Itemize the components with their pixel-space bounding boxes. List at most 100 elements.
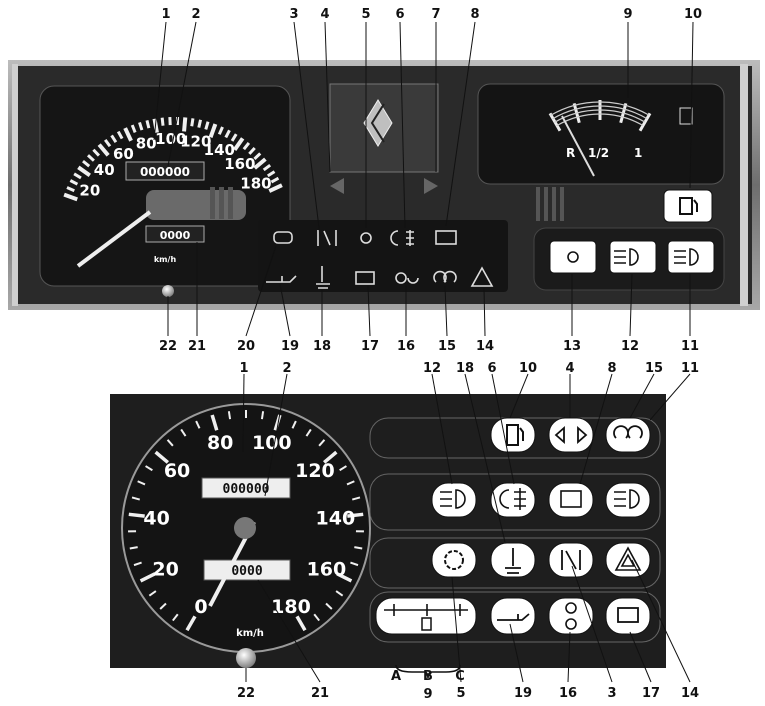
lamp-indicators xyxy=(548,417,594,453)
callout-12: 12 xyxy=(621,339,639,354)
bottom-speedo-tick xyxy=(313,613,320,622)
bottom-speedo-tick xyxy=(210,414,219,431)
top-speedo-tick xyxy=(233,137,245,151)
b-callout-3: 3 xyxy=(607,686,616,701)
top-speedo-label: 120 xyxy=(180,132,211,150)
bottom-trip-reset-knob[interactable] xyxy=(236,648,256,668)
top-callout-numbers: 1 2 3 4 5 6 7 8 9 10 xyxy=(161,7,702,22)
lamp-dipped-beam xyxy=(431,482,477,518)
b-callout-12: 12 xyxy=(423,361,441,376)
bottom-speedo-tick xyxy=(180,428,187,437)
brake-lamp-icon-lower xyxy=(565,618,577,630)
top-speedo-tick xyxy=(77,165,91,177)
top-speedo-label: 20 xyxy=(79,182,100,200)
bottom-speedo-tick xyxy=(128,512,145,518)
bottom-speedo-tick xyxy=(350,561,359,567)
callout-21: 21 xyxy=(188,339,206,354)
fuel-level-lamp-icon xyxy=(384,604,468,616)
top-speedo-tick xyxy=(116,130,124,140)
brake-lamp-icon-upper xyxy=(565,602,577,614)
bottom-speedo-tick xyxy=(354,546,363,550)
top-speedo-tick xyxy=(217,126,224,135)
bottom-speedo-tick xyxy=(159,602,167,610)
glow-plug-icon xyxy=(433,270,457,283)
main-beam-indicator xyxy=(667,240,715,274)
left-turn-arrow-icon xyxy=(330,178,344,194)
sidelight-indicator xyxy=(549,240,597,274)
top-speedo-label: 180 xyxy=(240,174,271,192)
bottom-speedo-tick xyxy=(260,411,265,420)
fuel-gauge-tick xyxy=(638,112,652,132)
rear-fog-lamp-icon xyxy=(499,488,526,510)
top-odometer xyxy=(125,161,205,181)
top-speedo-tick xyxy=(104,138,112,148)
fuel-letter-b: B xyxy=(423,669,433,684)
b-callout-1: 1 xyxy=(239,361,248,376)
b-callout-6: 6 xyxy=(487,361,496,376)
callout-16: 16 xyxy=(397,339,415,354)
top-speedo-tick xyxy=(73,172,82,180)
callout-10: 10 xyxy=(684,7,702,22)
bottom-speedo-tick xyxy=(139,572,156,583)
b-callout-8: 8 xyxy=(607,361,616,376)
fuel-warning-light xyxy=(663,189,713,223)
rear-demist-icon xyxy=(435,230,457,245)
fuel-icon xyxy=(679,197,698,215)
bottom-speedo-tick xyxy=(195,420,201,429)
fuel-lamp-icon xyxy=(506,424,524,446)
bottom-speedo-tick xyxy=(137,480,146,486)
bottom-speedo-tick xyxy=(335,590,344,597)
bottom-trip-digits: 0000 xyxy=(231,564,262,579)
bottom-odometer xyxy=(201,477,291,499)
hazard-lamp-icon xyxy=(614,546,642,571)
bottom-speedo-tick xyxy=(291,420,297,429)
glow-plug-lamp-icon xyxy=(613,425,643,439)
top-speedo-tick xyxy=(160,117,165,126)
top-speedo-tick xyxy=(224,129,231,139)
bottom-speedo-tick xyxy=(148,590,157,597)
top-speedo-tick xyxy=(123,127,133,142)
bottom-odometer-digits: 000000 xyxy=(223,482,270,497)
bottom-speedo-tick xyxy=(131,496,141,501)
top-odometer-digits: 000000 xyxy=(140,165,190,179)
top-speedo-tick xyxy=(63,192,78,202)
oil-pressure-icon xyxy=(266,275,297,283)
lamp-brake-pads xyxy=(431,542,477,578)
sidelight-large-icon xyxy=(567,251,579,263)
diamond-logo-icon xyxy=(363,99,393,147)
callout-17: 17 xyxy=(361,339,379,354)
top-speedo-tick xyxy=(97,143,110,157)
top-speedo-tick xyxy=(92,148,101,157)
fuel-level-brace xyxy=(395,664,461,679)
bottom-speedo-tick xyxy=(295,615,307,632)
top-speedo-tick xyxy=(190,118,195,127)
fuel-label-half: 1/2 xyxy=(588,146,609,160)
rear-demist-lamp-icon xyxy=(560,490,582,508)
callout-11: 11 xyxy=(681,339,699,354)
fuel-gauge-needle xyxy=(561,115,595,177)
top-speedo-tick xyxy=(145,120,151,129)
bottom-speedo-tick xyxy=(318,439,326,447)
top-speedo-tick xyxy=(268,183,283,193)
top-trip-reset-knob[interactable] xyxy=(162,285,174,297)
b-callout-16: 16 xyxy=(559,686,577,701)
top-speedo-tick xyxy=(182,117,188,132)
bottom-speedo-label: 180 xyxy=(271,596,311,618)
top-speedo-tick xyxy=(270,176,280,184)
top-speedo-tick xyxy=(66,186,75,193)
top-speedo-needle xyxy=(76,210,152,268)
top-speedo-tick xyxy=(230,133,238,142)
callout-6: 6 xyxy=(395,7,404,22)
top-speedo-label: 40 xyxy=(94,161,115,179)
main-beam-lamp-icon xyxy=(614,489,640,509)
top-speedo-label: 140 xyxy=(204,141,235,159)
main-beam-icon xyxy=(674,248,699,266)
callout-9: 9 xyxy=(623,7,632,22)
bottom-speedo-label: 140 xyxy=(316,508,356,530)
lamp-fuel xyxy=(490,417,536,453)
bottom-speedo-tick xyxy=(339,465,347,472)
